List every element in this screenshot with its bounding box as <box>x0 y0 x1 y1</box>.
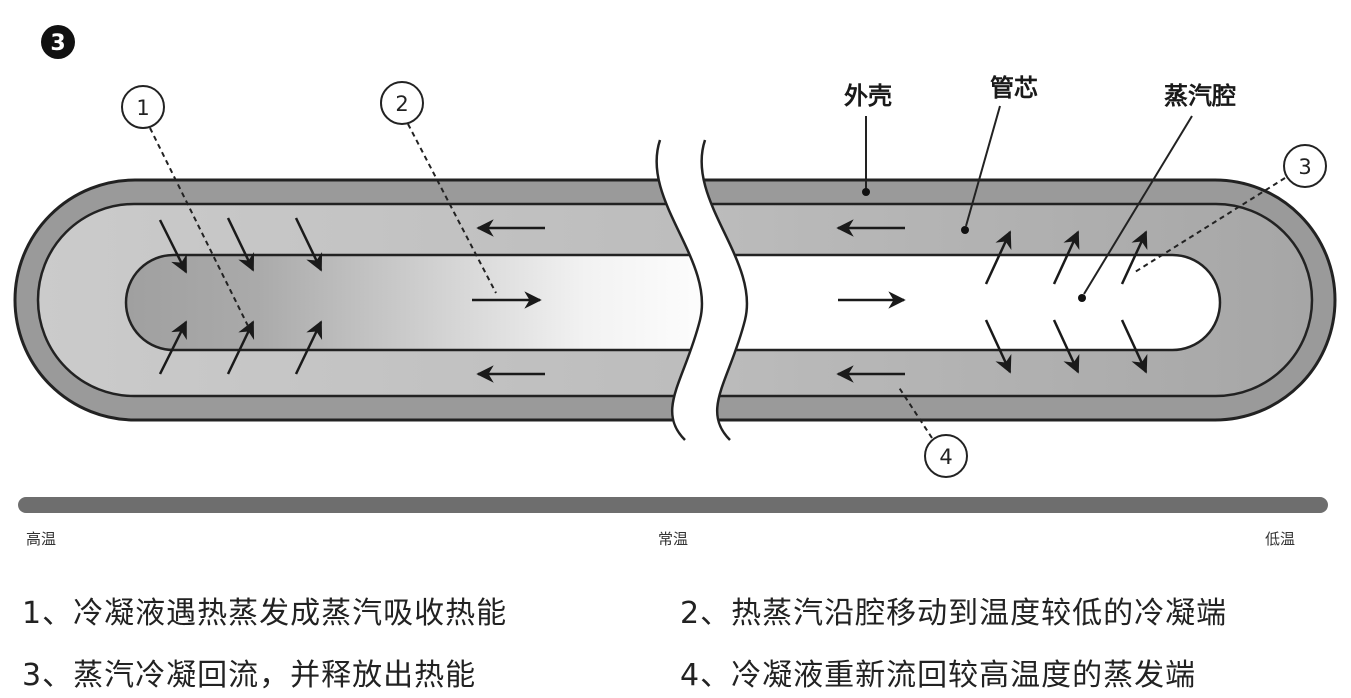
caption-1: 1、冷凝液遇热蒸发成蒸汽吸收热能 <box>22 596 508 631</box>
svg-text:蒸汽腔: 蒸汽腔 <box>1164 82 1236 110</box>
evaporation-arrows <box>158 217 323 375</box>
vapor-chamber <box>124 253 1222 352</box>
flow-arrows <box>472 219 906 383</box>
label-wick: 管芯 <box>961 74 1038 234</box>
callout-1: 1 <box>121 85 251 331</box>
svg-text:1: 1 <box>136 96 149 120</box>
caption-3: 3、蒸汽冷凝回流，并释放出热能 <box>22 658 477 693</box>
callout-2: 2 <box>380 81 497 294</box>
svg-text:3: 3 <box>1298 155 1311 179</box>
caption-4: 4、冷凝液重新流回较高温度的蒸发端 <box>680 658 1197 693</box>
pipe-break <box>655 139 749 441</box>
label-shell: 外壳 <box>844 82 892 196</box>
svg-text:4: 4 <box>939 445 952 469</box>
svg-text:2: 2 <box>395 92 408 116</box>
svg-text:3: 3 <box>50 31 65 56</box>
condensation-arrows <box>984 230 1148 374</box>
temperature-bar <box>18 497 1328 513</box>
temperature-label-low: 低温 <box>1265 530 1296 548</box>
temperature-label-normal: 常温 <box>658 530 689 548</box>
svg-text:外壳: 外壳 <box>844 82 892 110</box>
callout-3: 3 <box>1134 144 1327 273</box>
step-badge: 3 <box>41 25 75 59</box>
temperature-label-high: 高温 <box>26 530 57 548</box>
caption-2: 2、热蒸汽沿腔移动到温度较低的冷凝端 <box>680 596 1228 631</box>
label-vapor-chamber: 蒸汽腔 <box>1078 82 1236 302</box>
svg-text:管芯: 管芯 <box>990 74 1038 102</box>
callout-4: 4 <box>897 385 968 478</box>
